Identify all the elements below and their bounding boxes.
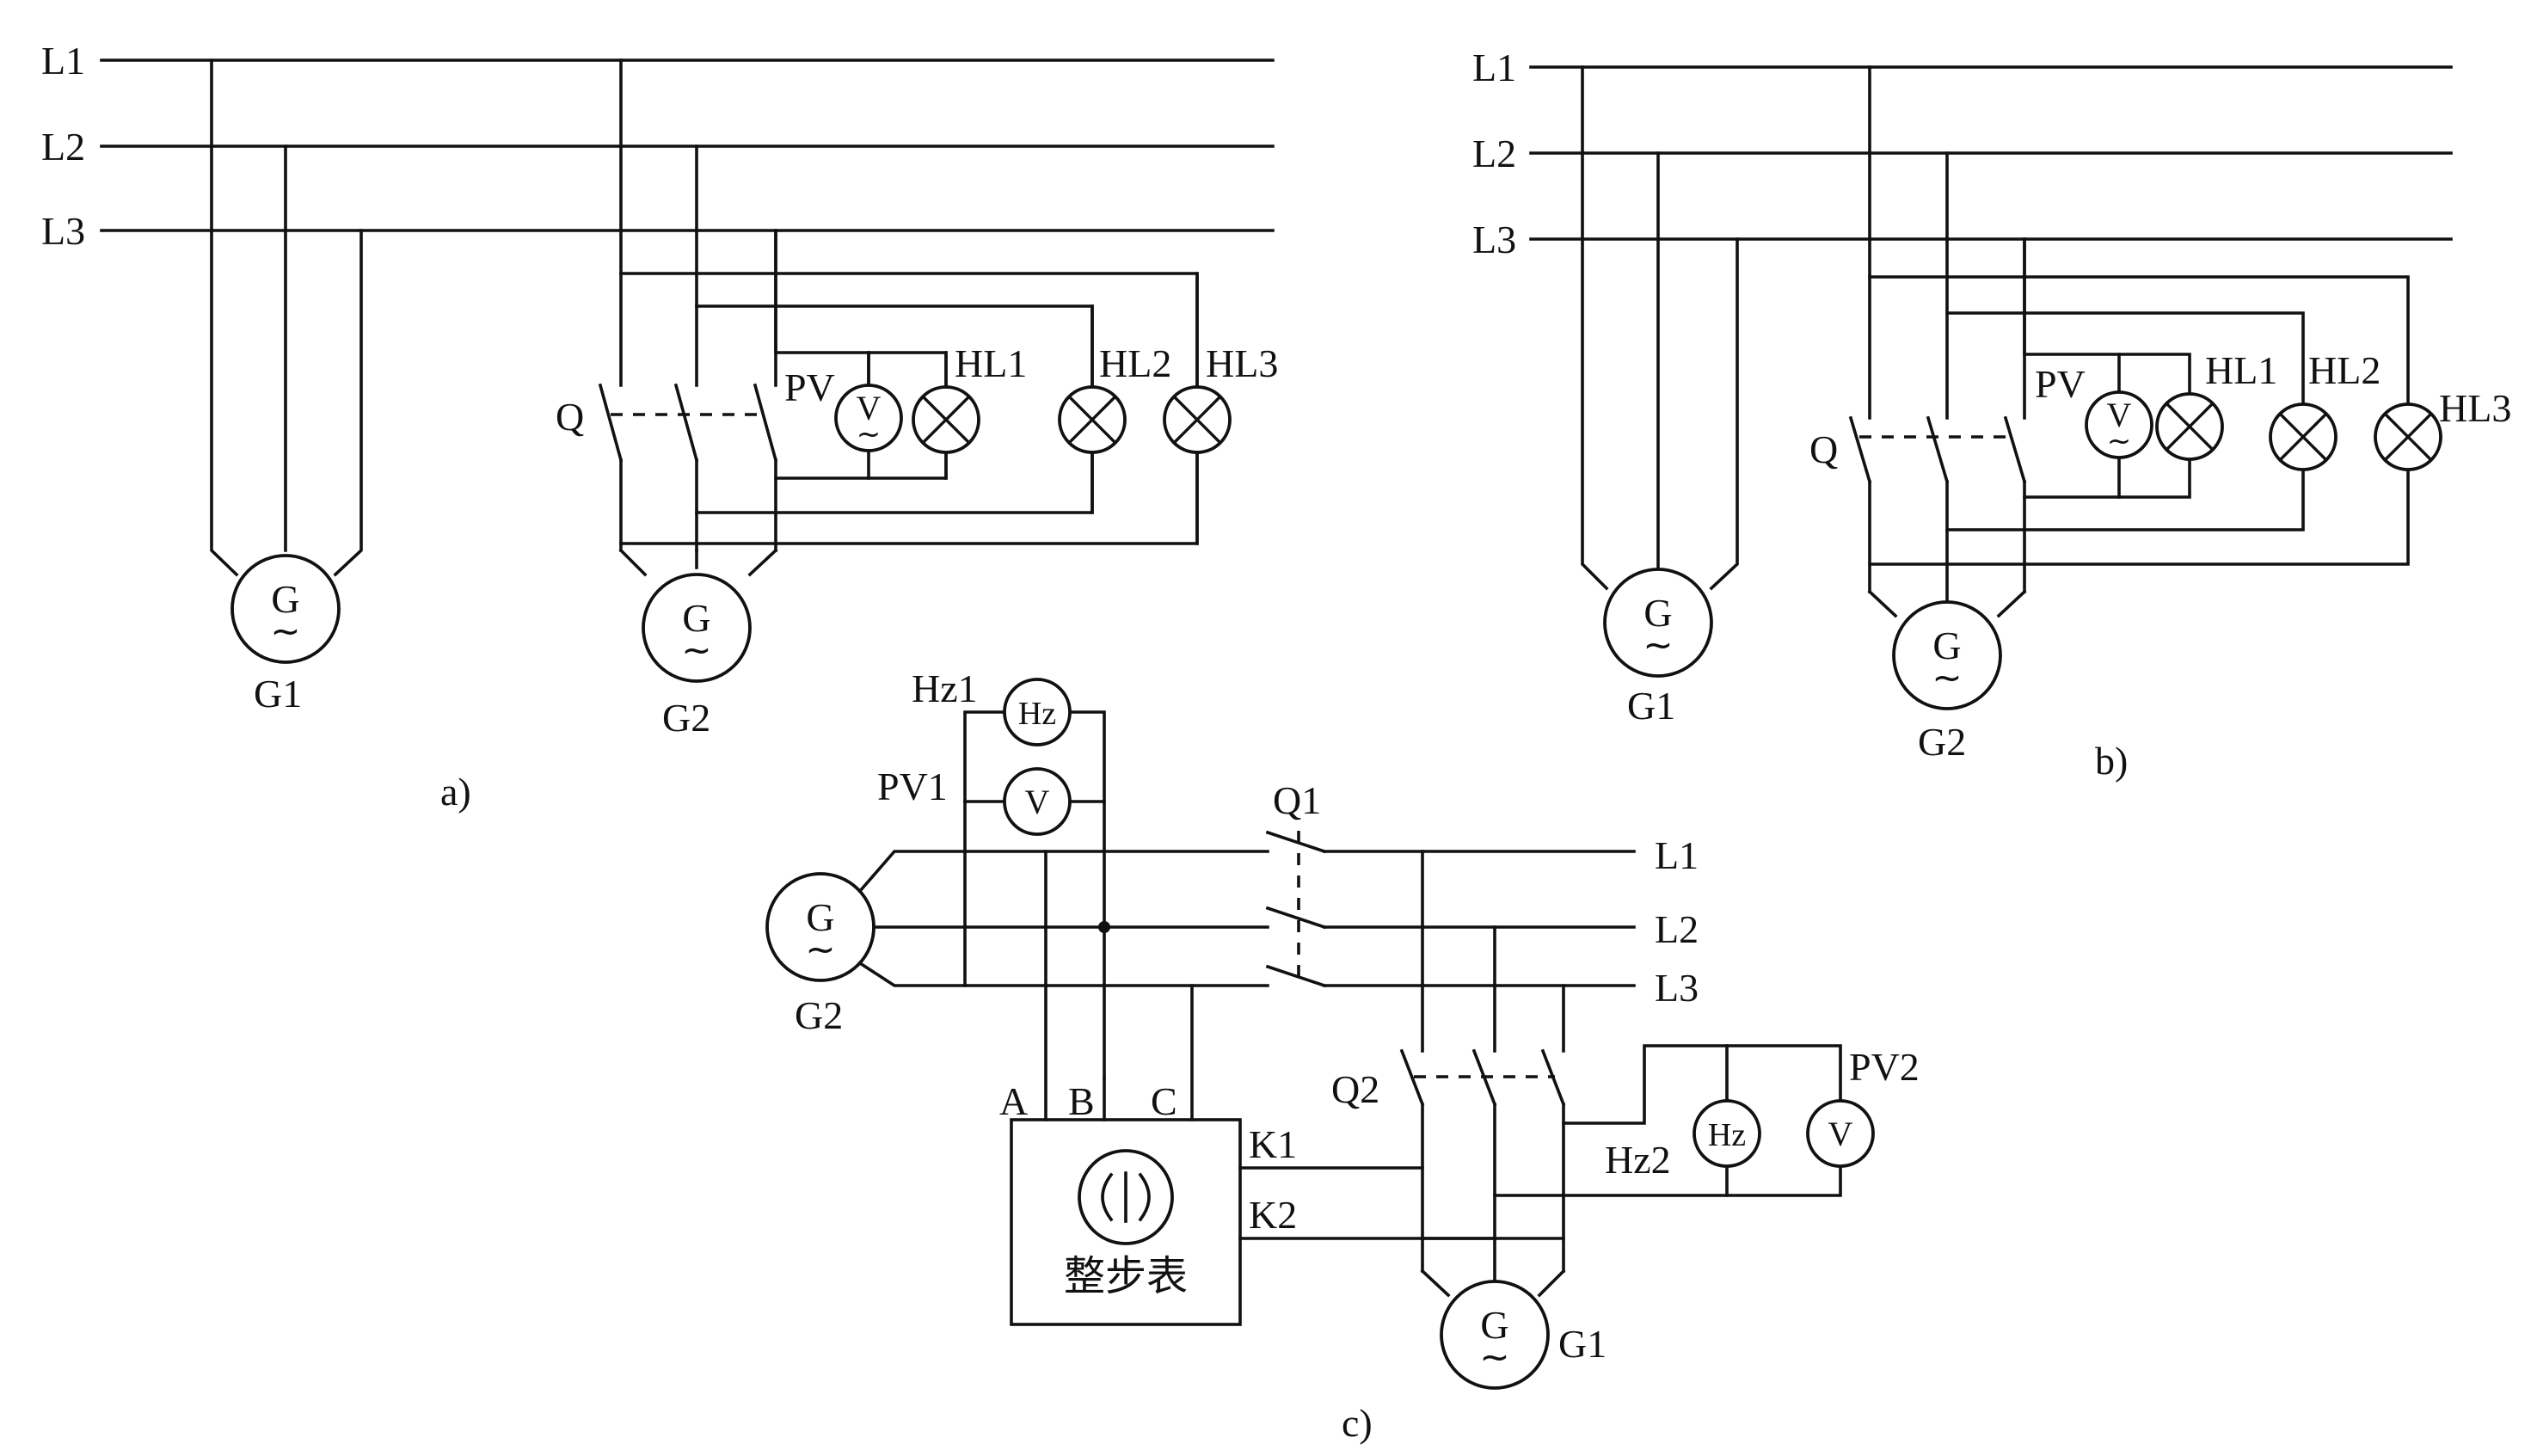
terminal-k1: K1: [1249, 1122, 1297, 1166]
meter-label-hz2: Hz2: [1605, 1138, 1671, 1182]
svg-text:G: G: [1643, 591, 1672, 635]
generator-g2-b: G ~: [1892, 600, 2002, 710]
svg-text:G: G: [271, 577, 299, 621]
svg-text:V: V: [2107, 396, 2132, 434]
lamp-label-hl2-b: HL2: [2308, 348, 2381, 392]
voltmeter-pv1: V: [1003, 767, 1072, 836]
bus-lines-b: [1529, 65, 2453, 241]
svg-text:~: ~: [857, 417, 882, 452]
gen-label-g2-b: G2: [1918, 720, 1966, 764]
lamp-hl1-a: [912, 385, 980, 454]
lamp-hl2-a: [1058, 385, 1127, 514]
svg-text:G: G: [806, 895, 834, 939]
g1-leads-c: [1399, 850, 1566, 1298]
svg-text:~: ~: [1643, 624, 1673, 666]
terminal-a: A: [999, 1079, 1028, 1123]
gen-label-g1-c: G1: [1558, 1322, 1607, 1366]
bus-label-l3: L3: [41, 209, 85, 253]
svg-text:Hz: Hz: [1018, 696, 1056, 732]
svg-text:~: ~: [681, 629, 711, 671]
bus-label-l2-b: L2: [1472, 132, 1516, 175]
gen-label-g2-c: G2: [795, 993, 843, 1037]
svg-text:~: ~: [270, 610, 300, 652]
switch-label-q2: Q2: [1331, 1067, 1379, 1111]
panel-c: G ~ G2 Q1 L1 L2 L3: [765, 667, 1920, 1445]
lamp-label-hl3-a: HL3: [1206, 341, 1278, 385]
g2-leads-b: [1848, 65, 2027, 618]
svg-text:V: V: [857, 389, 882, 427]
meter-label-pv1: PV1: [877, 765, 948, 808]
terminal-k2: K2: [1249, 1193, 1297, 1237]
g2-leads-a: [598, 58, 778, 577]
svg-text:~: ~: [805, 928, 835, 970]
terminal-b: B: [1068, 1079, 1095, 1123]
svg-text:Hz: Hz: [1708, 1117, 1746, 1153]
g1-leads-b: [1581, 65, 1739, 591]
g1-leads-a: [210, 58, 363, 577]
lamp-label-hl2-a: HL2: [1099, 341, 1171, 385]
caption-b: b): [2095, 739, 2128, 783]
panel-b: L1 L2 L3 G ~ G1 Q: [1472, 46, 2511, 783]
panel-a: L1 L2 L3 G ~ G1: [41, 39, 1278, 814]
caption-a: a): [440, 770, 471, 814]
svg-text:V: V: [1025, 783, 1050, 821]
lamp-hl2-b: [2269, 402, 2338, 471]
generator-g1-c: G ~: [1440, 1280, 1550, 1390]
frequency-meter-hz2: Hz: [1693, 1099, 1761, 1168]
meter-wiring-c: [963, 710, 1194, 1121]
bus-label-l2: L2: [41, 125, 85, 169]
switch-label-q-b: Q: [1809, 427, 1838, 471]
lamp-label-hl3-b: HL3: [2439, 386, 2511, 430]
meter-label-pv2: PV2: [1849, 1045, 1920, 1089]
svg-text:G: G: [1932, 624, 1961, 667]
lamp-hl1-b: [2155, 392, 2224, 461]
bus-label-l1: L1: [41, 39, 85, 83]
synchroscope-box: [1010, 1118, 1242, 1326]
voltmeter-label-pv-b: PV: [2035, 362, 2086, 406]
switch-label-q-a: Q: [556, 395, 584, 439]
lamp-hl3-b: [2374, 402, 2442, 471]
voltmeter-pv2: V: [1806, 1099, 1875, 1168]
lamp-wiring-a: [619, 229, 1199, 545]
meter-label-hz1: Hz1: [912, 667, 978, 710]
synchroscope-label: 整步表: [1064, 1252, 1188, 1300]
lamp-label-hl1-a: HL1: [955, 341, 1027, 385]
generator-g2-c: G ~: [765, 872, 875, 982]
bus-label-l1-b: L1: [1472, 46, 1516, 89]
bus-label-l3-c: L3: [1655, 966, 1699, 1010]
generator-g1-a: G ~: [230, 554, 341, 664]
svg-text:~: ~: [1479, 1336, 1509, 1378]
svg-text:~: ~: [1932, 656, 1962, 698]
svg-text:V: V: [1828, 1115, 1853, 1153]
voltmeter-pv-b: V ~: [2085, 390, 2153, 459]
bus-label-l3-b: L3: [1472, 218, 1516, 261]
switch-label-q1: Q1: [1273, 778, 1321, 822]
bus-label-l1-c: L1: [1655, 833, 1699, 877]
gen-label-g1-b: G1: [1627, 684, 1675, 728]
generator-g2-a: G ~: [642, 573, 752, 683]
gen-label-g2-a: G2: [662, 696, 710, 740]
meter-wiring-c2: [1562, 1044, 1842, 1197]
frequency-meter-hz1: Hz: [1003, 678, 1072, 746]
g2-outputs-c: [857, 850, 1269, 987]
lamp-hl3-a: [1163, 385, 1232, 545]
lamp-label-hl1-b: HL1: [2205, 348, 2277, 392]
bus-label-l2-c: L2: [1655, 907, 1699, 951]
voltmeter-label-pv-a: PV: [784, 366, 835, 409]
bus-lines-c: [1323, 850, 1636, 987]
switch-q1: [1265, 830, 1327, 988]
svg-text:~: ~: [2107, 424, 2132, 458]
gen-label-g1-a: G1: [254, 672, 302, 716]
bus-lines-a: [100, 58, 1275, 232]
caption-c: c): [1342, 1401, 1373, 1445]
svg-text:G: G: [682, 596, 710, 640]
voltmeter-pv-a: V ~: [834, 384, 903, 452]
svg-text:G: G: [1480, 1303, 1508, 1347]
generator-g1-b: G ~: [1603, 568, 1713, 678]
terminal-c: C: [1151, 1079, 1177, 1123]
